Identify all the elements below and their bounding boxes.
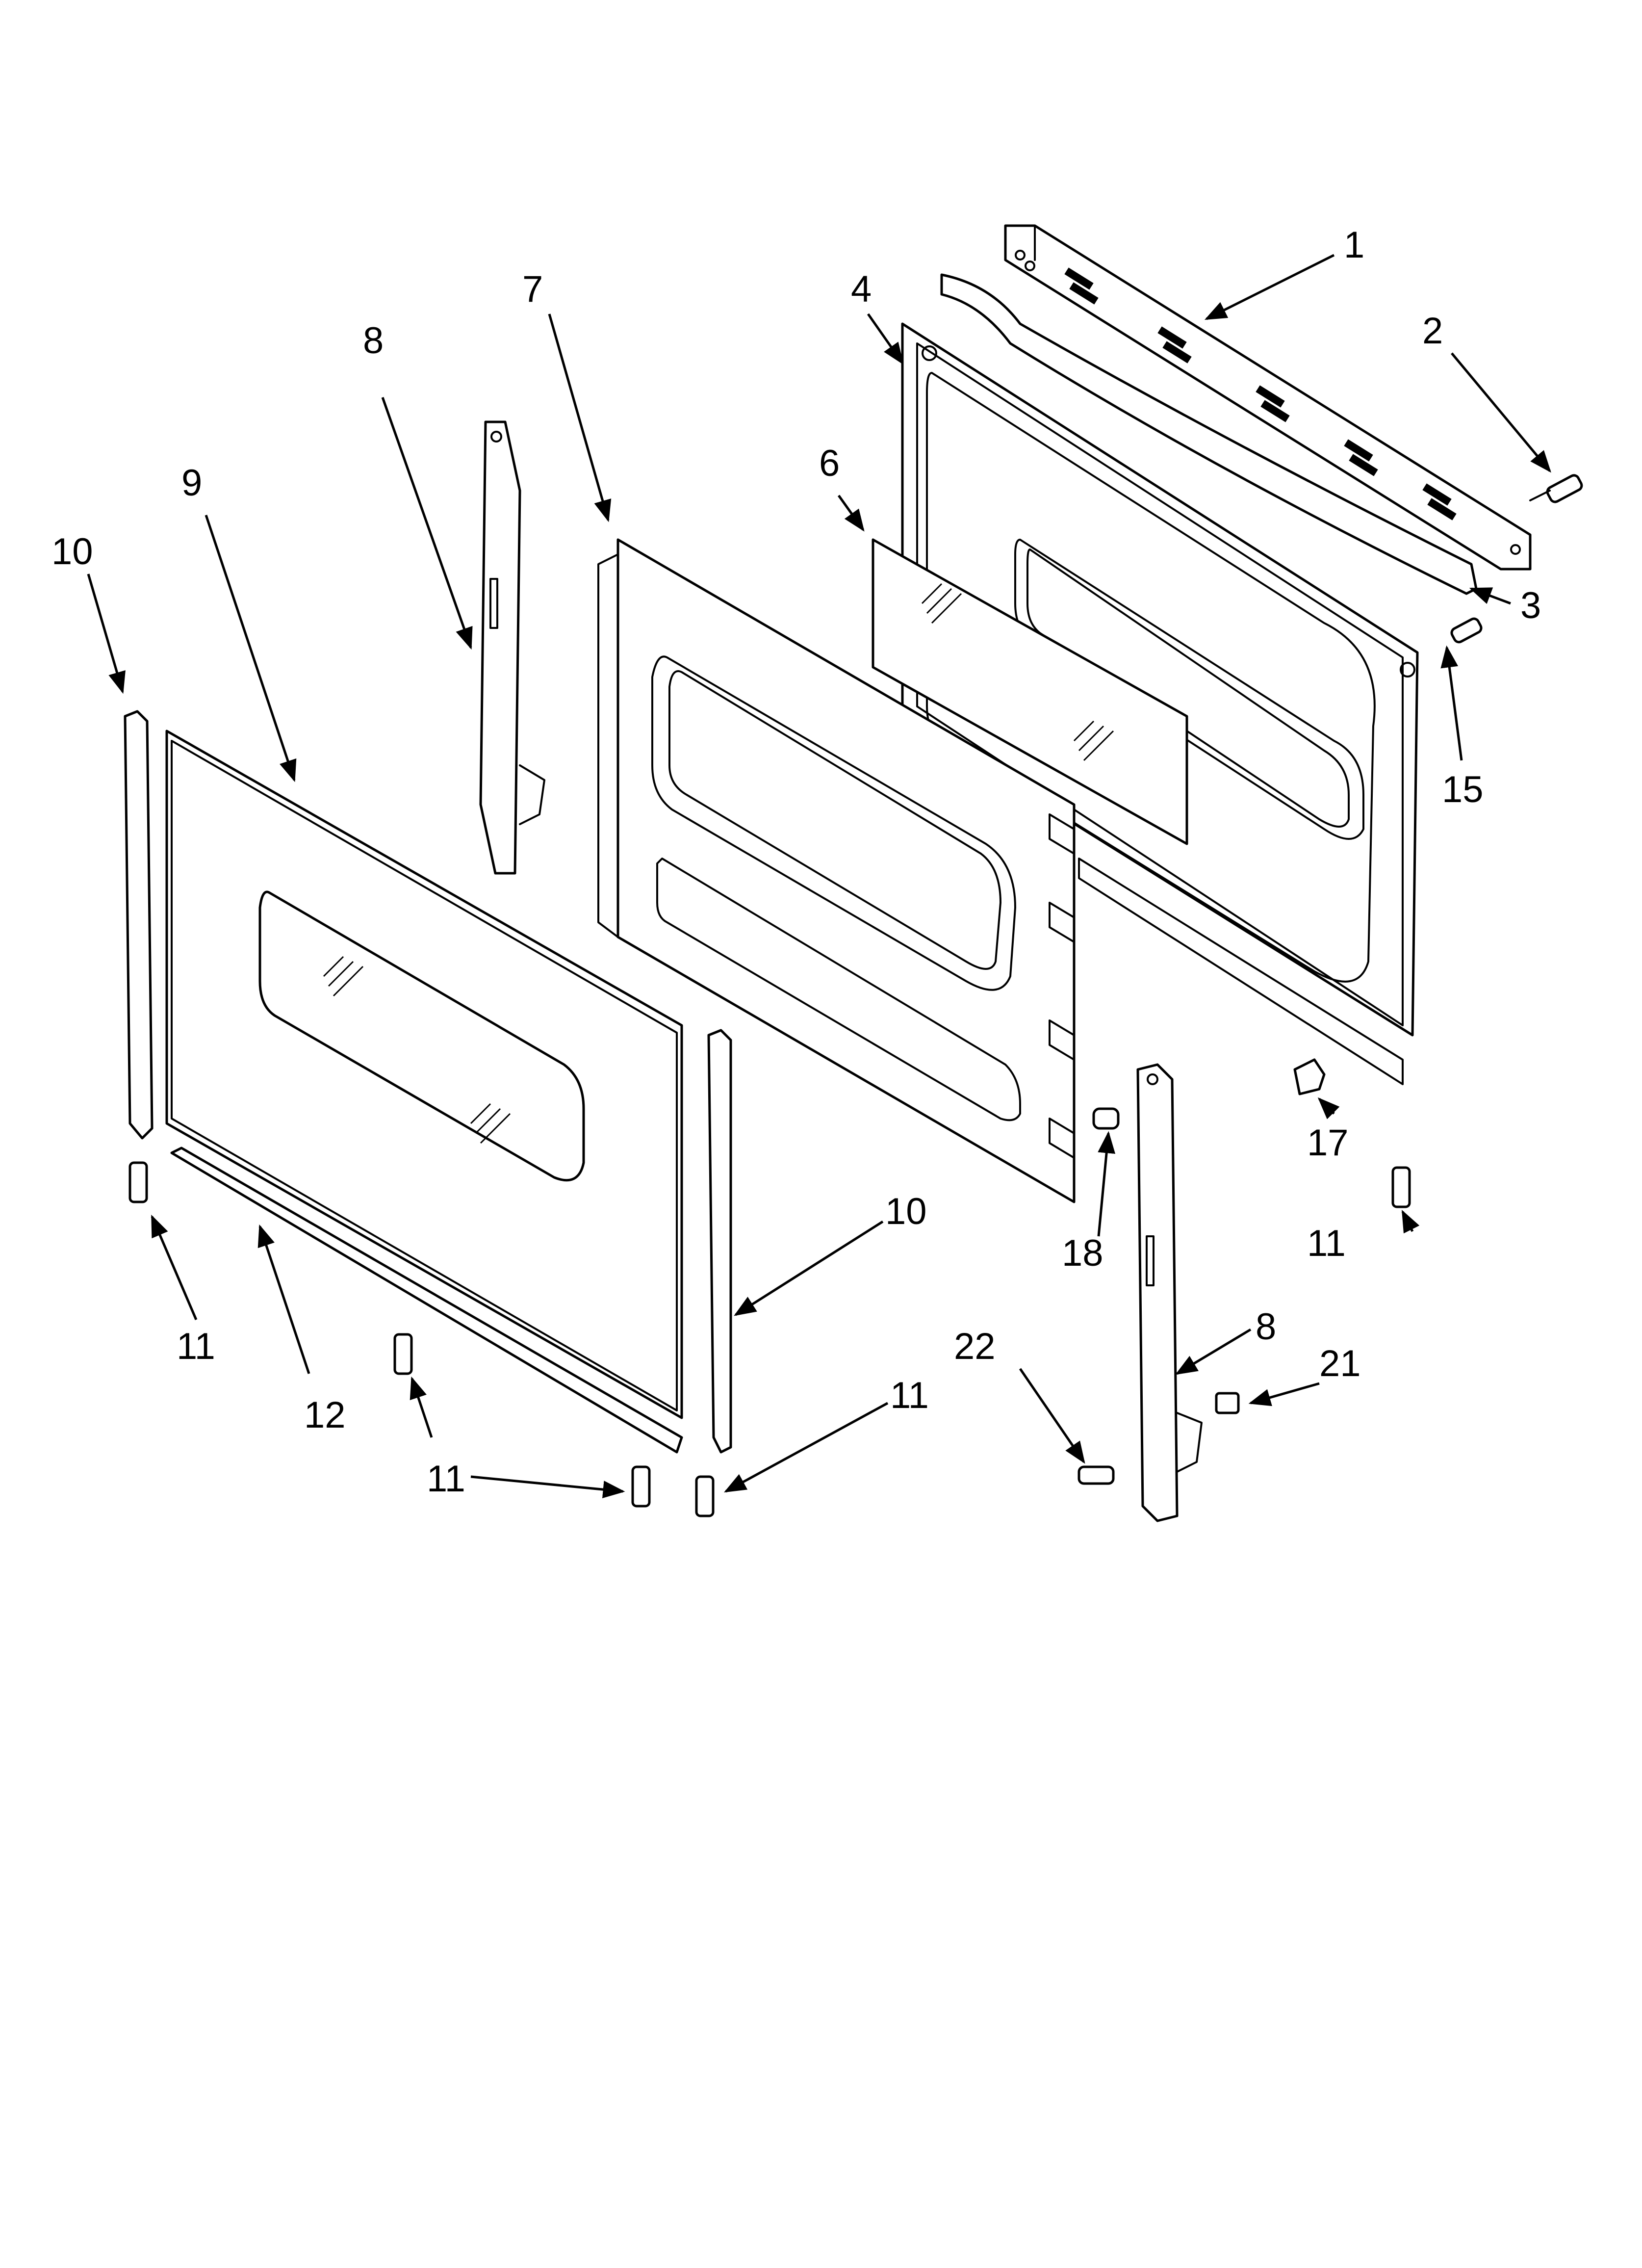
- callout-10-left: 10: [51, 531, 93, 573]
- callout-11-left: 11: [177, 1326, 215, 1367]
- callout-17: 17: [1307, 1122, 1349, 1164]
- callout-6: 6: [819, 443, 840, 484]
- clip-part-21: [1215, 1392, 1240, 1414]
- vent-trim-part: [1004, 224, 1532, 571]
- callout-12: 12: [304, 1394, 346, 1436]
- callout-8-bottom: 8: [1256, 1306, 1276, 1348]
- vent-slots: [1064, 267, 1457, 521]
- screw-part-11-left: [128, 1161, 148, 1203]
- callout-15: 15: [1442, 769, 1484, 810]
- screw-part-11-mid: [631, 1465, 651, 1508]
- hinge-channel-left-part: [479, 420, 545, 875]
- clip-part-17: [1293, 1058, 1326, 1095]
- side-trim-left-part: [124, 710, 154, 1140]
- callout-11-right: 11: [1307, 1223, 1346, 1264]
- callout-21: 21: [1319, 1343, 1361, 1384]
- callout-7: 7: [522, 268, 543, 310]
- callout-8-top: 8: [363, 320, 384, 362]
- hinge-channel-right-part: [1136, 1063, 1203, 1522]
- callout-1: 1: [1344, 224, 1364, 266]
- leader-lines: [87, 254, 1551, 1499]
- callout-11-mid: 11: [890, 1375, 929, 1416]
- screw-part-22: [1078, 1465, 1115, 1485]
- door-liner-part: [597, 538, 1076, 1203]
- callout-4: 4: [851, 268, 872, 310]
- screw-part-15: [1450, 617, 1483, 644]
- callout-22: 22: [954, 1326, 996, 1367]
- bottom-trim-part: [170, 1147, 683, 1454]
- callout-18: 18: [1062, 1232, 1103, 1274]
- glass-pane-part: [872, 538, 1188, 845]
- screw-part-11-bottom: [393, 1333, 413, 1375]
- callout-9: 9: [181, 462, 202, 504]
- callout-3: 3: [1520, 585, 1541, 626]
- screw-part-11-midright: [695, 1475, 715, 1517]
- callout-2: 2: [1422, 310, 1443, 352]
- screw-part-11-right: [1391, 1166, 1411, 1208]
- side-trim-mid-part: [707, 1029, 732, 1454]
- callout-labels: 1 2 3 4 6 7 8 9 10 15 17 18 10 11 12 11 …: [51, 224, 1541, 1500]
- screw-part-2: [1529, 474, 1583, 503]
- callout-11-bottom: 11: [427, 1458, 465, 1500]
- bumper-part-18: [1092, 1107, 1120, 1130]
- outer-door-panel-part: [165, 730, 683, 1419]
- callout-10-mid: 10: [885, 1191, 927, 1232]
